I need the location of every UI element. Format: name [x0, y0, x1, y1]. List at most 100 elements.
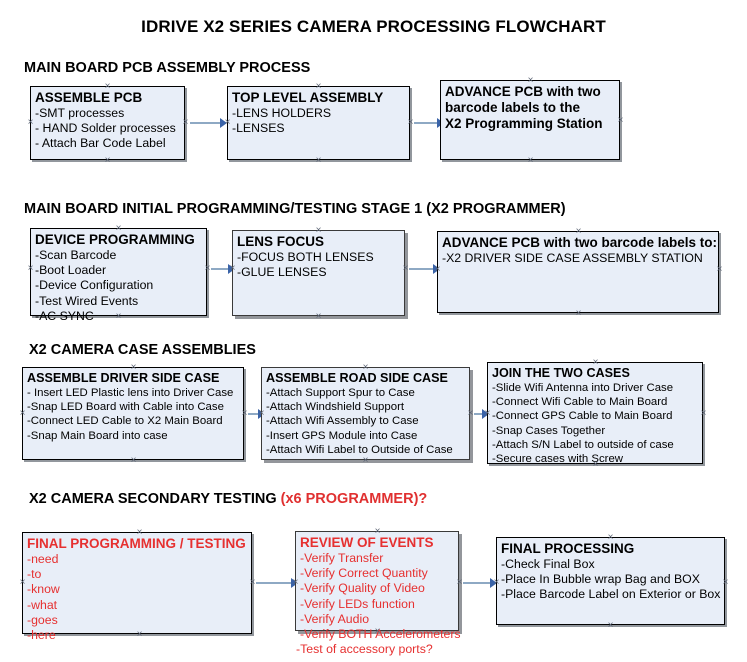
- box-line: -Snap Cases Together: [492, 424, 606, 437]
- connection-handle-right[interactable]: [699, 409, 708, 418]
- connector-arrow: [256, 582, 293, 584]
- box-line: -Connect Wifi Cable to Main Board: [492, 396, 668, 409]
- box-line: -LENSES: [232, 121, 285, 136]
- connection-handle-top[interactable]: [591, 358, 600, 367]
- connection-handle-right[interactable]: [715, 265, 724, 274]
- connection-handle-top[interactable]: [314, 82, 323, 91]
- connection-handle-bottom[interactable]: [574, 309, 583, 318]
- connection-handle-left[interactable]: [433, 265, 442, 274]
- section-heading-text: MAIN BOARD INITIAL PROGRAMMING/TESTING S…: [24, 201, 566, 217]
- connection-handle-bottom[interactable]: [373, 627, 382, 636]
- box-review-of-events[interactable]: REVIEW OF EVENTS -Verify Transfer -Verif…: [295, 531, 461, 656]
- box-line: -LENS HOLDERS: [232, 106, 332, 120]
- connection-handle-top[interactable]: [526, 76, 535, 85]
- connection-handle-right[interactable]: [616, 116, 625, 125]
- connection-handle-bottom[interactable]: [606, 621, 615, 630]
- box-advance-pcb-to-driver-side-case-station[interactable]: ADVANCE PCB with two barcode labels to: …: [437, 231, 719, 313]
- connector-arrow: [248, 413, 262, 415]
- connector-arrow: [190, 122, 222, 124]
- connection-handle-top[interactable]: [373, 527, 382, 536]
- box-line: -Device Configuration: [35, 278, 154, 293]
- box-line: -GLUE LENSES: [237, 265, 327, 280]
- connection-handle-left[interactable]: [483, 409, 492, 418]
- box-title: ADVANCE PCB with two: [445, 84, 601, 99]
- box-line: -know: [27, 582, 60, 597]
- box-line: -Place Barcode Label on Exterior or Box: [501, 587, 721, 602]
- box-assemble-road-side-case[interactable]: ASSEMBLE ROAD SIDE CASE -Attach Support …: [261, 367, 470, 460]
- connection-handle-bottom[interactable]: [103, 156, 112, 165]
- connection-handle-left[interactable]: [291, 578, 300, 587]
- connection-handle-bottom[interactable]: [591, 460, 600, 469]
- box-line: -Place In Bubble wrap Bag and BOX: [501, 572, 700, 587]
- box-title: ASSEMBLE PCB: [35, 90, 143, 105]
- connector-arrow: [463, 582, 492, 584]
- box-line: -Connect LED Cable to X2 Main Board: [27, 415, 223, 428]
- connection-handle-bottom[interactable]: [135, 630, 144, 639]
- connection-handle-left[interactable]: [18, 578, 27, 587]
- box-line: -what: [27, 597, 58, 612]
- connection-handle-left[interactable]: [18, 409, 27, 418]
- connection-handle-bottom[interactable]: [314, 312, 323, 321]
- box-line: -Verify Transfer: [300, 551, 384, 565]
- box-line: -goes: [27, 612, 58, 627]
- box-line: -to: [27, 567, 42, 582]
- connector-arrow: [409, 268, 436, 270]
- section-heading-main-board-initial-programming: MAIN BOARD INITIAL PROGRAMMING/TESTING S…: [24, 201, 566, 217]
- box-join-the-two-cases[interactable]: JOIN THE TWO CASES -Slide Wifi Antenna i…: [487, 362, 703, 465]
- box-top-level-assembly[interactable]: TOP LEVEL ASSEMBLY -LENS HOLDERS -LENSES: [227, 86, 410, 160]
- box-device-programming[interactable]: DEVICE PROGRAMMING -Scan Barcode -Boot L…: [30, 228, 207, 323]
- box-line: -FOCUS BOTH LENSES: [237, 250, 374, 264]
- box-title: ADVANCE PCB with two barcode labels to:: [442, 235, 718, 250]
- connection-handle-left[interactable]: [26, 118, 35, 127]
- box-line: -Snap Main Board into case: [27, 429, 168, 442]
- connection-handle-left[interactable]: [223, 118, 232, 127]
- box-line: -Attach Wifi Label to Outside of Case: [266, 443, 453, 456]
- connection-handle-left[interactable]: [26, 264, 35, 273]
- connection-handle-top[interactable]: [314, 226, 323, 235]
- connection-handle-top[interactable]: [606, 533, 615, 542]
- box-assemble-pcb[interactable]: ASSEMBLE PCB -SMT processes - HAND Solde…: [30, 86, 185, 160]
- connector-arrow: [474, 413, 485, 415]
- box-line: -Verify LEDs function: [300, 596, 415, 611]
- box-line: -here: [27, 628, 56, 643]
- box-title: LENS FOCUS: [237, 234, 325, 249]
- section-heading-main-board-pcb-assembly: MAIN BOARD PCB ASSEMBLY PROCESS: [24, 60, 310, 76]
- box-line: -Verify Correct Quantity: [300, 566, 428, 581]
- connection-handle-top[interactable]: [574, 227, 583, 236]
- box-line: - Attach Bar Code Label: [35, 136, 166, 151]
- connection-handle-left[interactable]: [228, 264, 237, 273]
- box-line: -Boot Loader: [35, 263, 107, 278]
- box-lens-focus[interactable]: LENS FOCUS -FOCUS BOTH LENSES -GLUE LENS…: [232, 230, 405, 316]
- connection-handle-top[interactable]: [361, 363, 370, 372]
- box-final-programming-testing[interactable]: FINAL PROGRAMMING / TESTING -need -to -k…: [22, 532, 252, 642]
- connection-handle-top[interactable]: [114, 224, 123, 233]
- box-line-overflow: -Test of accessory ports?: [296, 642, 433, 657]
- connection-handle-left[interactable]: [492, 578, 501, 587]
- connection-handle-right[interactable]: [181, 118, 190, 127]
- box-line: -Test Wired Events: [35, 293, 139, 308]
- box-line: -Attach Windshield Support: [266, 401, 405, 414]
- section-heading-x2-camera-secondary-testing: X2 CAMERA SECONDARY TESTING (x6 PROGRAMM…: [29, 491, 427, 507]
- box-advance-pcb-to-x2-programming-station[interactable]: ADVANCE PCB with two barcode labels to t…: [440, 80, 620, 160]
- connection-handle-bottom[interactable]: [129, 456, 138, 465]
- connection-handle-top[interactable]: [103, 82, 112, 91]
- box-line: -AC SYNC: [35, 308, 94, 323]
- box-line: -SMT processes: [35, 106, 125, 120]
- connection-handle-bottom[interactable]: [314, 156, 323, 165]
- box-title: DEVICE PROGRAMMING: [35, 232, 195, 247]
- connection-handle-bottom[interactable]: [526, 156, 535, 165]
- box-title: JOIN THE TWO CASES: [492, 366, 630, 380]
- box-line: -Insert GPS Module into Case: [266, 429, 418, 442]
- connection-handle-left[interactable]: [257, 409, 266, 418]
- connection-handle-top[interactable]: [135, 528, 144, 537]
- box-final-processing[interactable]: FINAL PROCESSING -Check Final Box -Place…: [496, 537, 725, 625]
- box-assemble-driver-side-case[interactable]: ASSEMBLE DRIVER SIDE CASE - Insert LED P…: [22, 367, 244, 460]
- connection-handle-right[interactable]: [721, 578, 730, 587]
- connection-handle-top[interactable]: [129, 363, 138, 372]
- box-title-line: barcode labels to the: [445, 100, 581, 115]
- box-line: -Verify Audio: [300, 611, 370, 626]
- connection-handle-bottom[interactable]: [361, 456, 370, 465]
- box-title: REVIEW OF EVENTS: [300, 535, 434, 550]
- connection-handle-bottom[interactable]: [114, 312, 123, 321]
- box-line: - HAND Solder processes: [35, 121, 176, 136]
